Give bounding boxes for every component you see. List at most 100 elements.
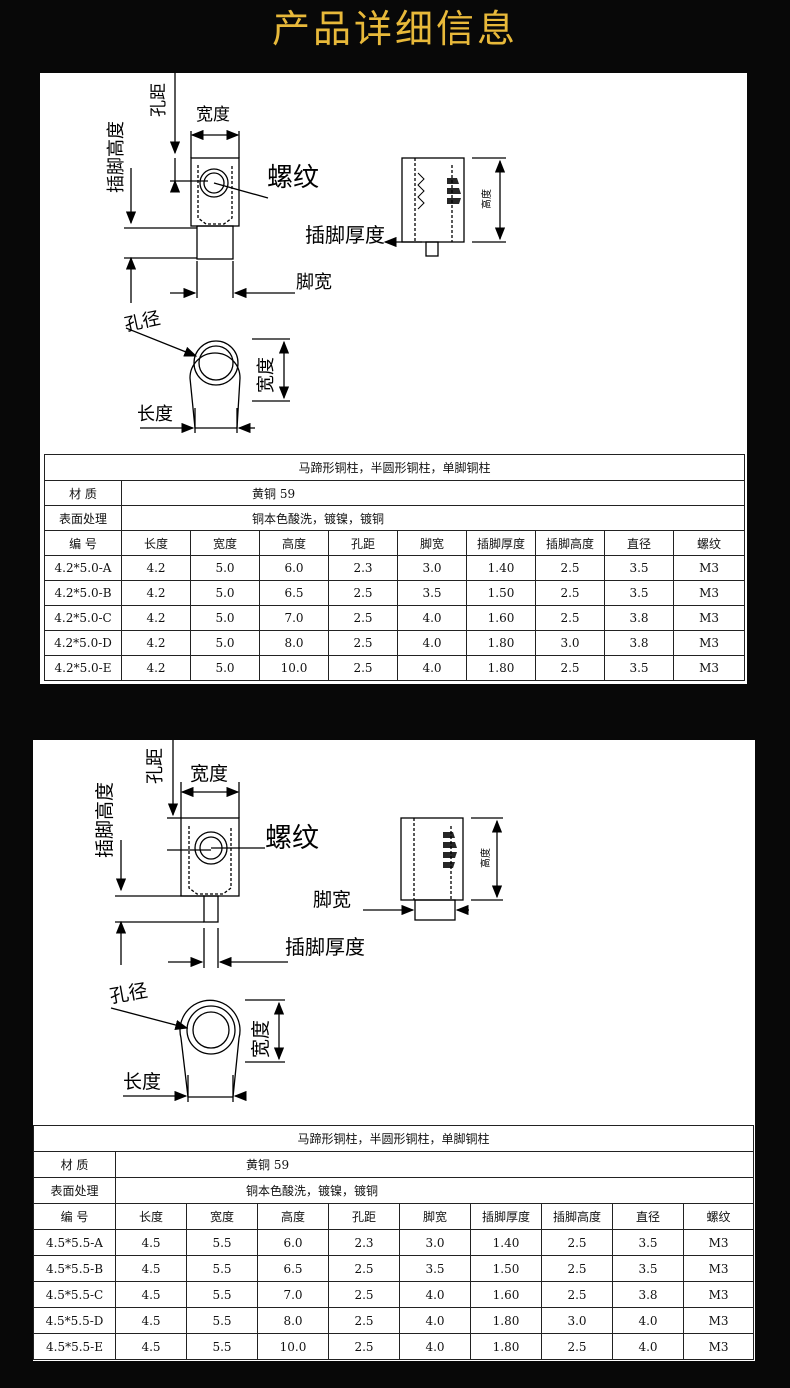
- table-cell: M3: [672, 655, 746, 681]
- header-cell: 插脚高度: [535, 530, 605, 556]
- table-cell: M3: [672, 605, 746, 631]
- table-cell: 4.0: [397, 630, 467, 656]
- table-cell: 4.0: [612, 1307, 684, 1334]
- table-cell: 3.8: [604, 605, 674, 631]
- header-cell: 孔距: [328, 530, 398, 556]
- label-width: 宽度: [196, 105, 230, 125]
- table-cell: 4.2*5.0-B: [44, 580, 122, 606]
- surface-label: 表面处理: [44, 505, 122, 531]
- table-cell: 4.2: [121, 555, 191, 581]
- table-cell: 10.0: [257, 1333, 329, 1360]
- table-cell: 3.5: [604, 655, 674, 681]
- table-cell: 3.0: [535, 630, 605, 656]
- table-cell: 3.8: [612, 1281, 684, 1308]
- header-cell: 脚宽: [397, 530, 467, 556]
- table-cell: 2.5: [535, 580, 605, 606]
- label-thread: 螺纹: [267, 163, 319, 193]
- table-cell: 4.5: [115, 1333, 187, 1360]
- table-cell: 1.80: [470, 1333, 542, 1360]
- table-row: 4.2*5.0-D 4.2 5.0 8.0 2.5 4.0 1.80 3.0 3…: [44, 630, 746, 656]
- table-cell: 4.5*5.5-E: [33, 1333, 116, 1360]
- label-width-bottom: 宽度: [256, 357, 277, 393]
- table-title: 马蹄形铜柱，半圆形铜柱，单脚铜柱: [43, 454, 746, 481]
- table-cell: 8.0: [257, 1307, 329, 1334]
- table-cell: M3: [672, 580, 746, 606]
- header-cell: 宽度: [186, 1203, 258, 1230]
- table-cell: M3: [672, 630, 746, 656]
- table-cell: 1.60: [470, 1281, 542, 1308]
- header-cell: 插脚高度: [541, 1203, 613, 1230]
- table-cell: M3: [682, 1255, 755, 1282]
- table-cell: 2.5: [541, 1255, 613, 1282]
- table-cell: 2.5: [328, 1333, 400, 1360]
- table-row: 4.5*5.5-E 4.5 5.5 10.0 2.5 4.0 1.80 2.5 …: [33, 1333, 755, 1360]
- label-height-side: 高度: [480, 189, 493, 209]
- table-cell: 4.0: [397, 605, 467, 631]
- technical-drawing-2: 孔距 宽度 插脚高度 螺纹 高度 脚宽 插脚厚度 孔径 宽度 长度: [94, 740, 503, 1102]
- table-cell: 2.5: [328, 655, 398, 681]
- material-value: 黄铜 59: [120, 480, 746, 506]
- label-pin-height: 插脚高度: [106, 121, 127, 193]
- table-cell: 5.5: [186, 1255, 258, 1282]
- table-row: 4.5*5.5-B 4.5 5.5 6.5 2.5 3.5 1.50 2.5 3…: [33, 1255, 755, 1282]
- table-cell: 4.5: [115, 1307, 187, 1334]
- header-cell: 高度: [259, 530, 329, 556]
- table-cell: M3: [682, 1229, 755, 1256]
- table-cell: 2.5: [328, 605, 398, 631]
- table-cell: 4.2: [121, 605, 191, 631]
- table-cell: 2.5: [328, 1255, 400, 1282]
- header-cell: 长度: [115, 1203, 187, 1230]
- table-cell: M3: [672, 555, 746, 581]
- table-cell: 3.0: [397, 555, 467, 581]
- surface-value: 铜本色酸洗，镀镍，镀铜: [114, 1177, 755, 1204]
- table-cell: 6.0: [257, 1229, 329, 1256]
- table-cell: 4.5: [115, 1229, 187, 1256]
- table-cell: 5.5: [186, 1307, 258, 1334]
- table-cell: 1.80: [466, 630, 536, 656]
- table-row: 4.2*5.0-A 4.2 5.0 6.0 2.3 3.0 1.40 2.5 3…: [44, 555, 746, 581]
- table-cell: 5.5: [186, 1281, 258, 1308]
- page-title: 产品详细信息: [271, 7, 518, 51]
- header-cell: 编 号: [33, 1203, 116, 1230]
- table-cell: 2.5: [535, 555, 605, 581]
- spec-table-2: 马蹄形铜柱，半圆形铜柱，单脚铜柱 材 质 黄铜 59 表面处理 铜本色酸洗，镀镍…: [32, 1125, 755, 1360]
- table-cell: 2.5: [541, 1281, 613, 1308]
- label-hole-diameter: 孔径: [108, 980, 149, 1008]
- header-cell: 宽度: [190, 530, 260, 556]
- table-cell: 2.5: [535, 655, 605, 681]
- table-cell: 7.0: [259, 605, 329, 631]
- table-cell: 1.40: [466, 555, 536, 581]
- table-cell: 5.5: [186, 1229, 258, 1256]
- table-cell: 4.2*5.0-A: [44, 555, 122, 581]
- table-cell: 4.0: [397, 655, 467, 681]
- label-pin-thickness: 插脚厚度: [305, 223, 385, 247]
- table-cell: 4.2*5.0-D: [44, 630, 122, 656]
- table-cell: 5.0: [190, 555, 260, 581]
- table-cell: 2.5: [328, 1281, 400, 1308]
- table-header-row: 编 号 长度 宽度 高度 孔距 脚宽 插脚厚度 插脚高度 直径 螺纹: [33, 1203, 755, 1230]
- spec-panel-2: 孔距 宽度 插脚高度 螺纹 高度 脚宽 插脚厚度 孔径 宽度 长度 马蹄形铜柱，…: [32, 740, 755, 1361]
- table-cell: 6.5: [257, 1255, 329, 1282]
- table-cell: M3: [682, 1307, 755, 1334]
- table-row: 4.5*5.5-A 4.5 5.5 6.0 2.3 3.0 1.40 2.5 3…: [33, 1229, 755, 1256]
- table-cell: 1.60: [466, 605, 536, 631]
- header-cell: 螺纹: [672, 530, 746, 556]
- table-cell: 3.5: [399, 1255, 471, 1282]
- material-label: 材 质: [33, 1151, 116, 1178]
- table-cell: 3.0: [541, 1307, 613, 1334]
- label-width: 宽度: [190, 763, 228, 785]
- label-foot-width: 脚宽: [296, 272, 332, 293]
- table-cell: 4.2*5.0-C: [44, 605, 122, 631]
- table-cell: 8.0: [259, 630, 329, 656]
- table-cell: 1.50: [470, 1255, 542, 1282]
- table-cell: 3.0: [399, 1229, 471, 1256]
- table-cell: 2.5: [328, 630, 398, 656]
- header-cell: 插脚厚度: [466, 530, 536, 556]
- label-hole-spacing: 孔距: [149, 83, 169, 117]
- surface-value: 铜本色酸洗，镀镍，镀铜: [120, 505, 746, 531]
- table-row: 4.5*5.5-D 4.5 5.5 8.0 2.5 4.0 1.80 3.0 4…: [33, 1307, 755, 1334]
- table-row: 4.5*5.5-C 4.5 5.5 7.0 2.5 4.0 1.60 2.5 3…: [33, 1281, 755, 1308]
- label-hole-spacing: 孔距: [145, 748, 166, 784]
- table-cell: 2.5: [541, 1333, 613, 1360]
- label-pin-height: 插脚高度: [94, 782, 116, 858]
